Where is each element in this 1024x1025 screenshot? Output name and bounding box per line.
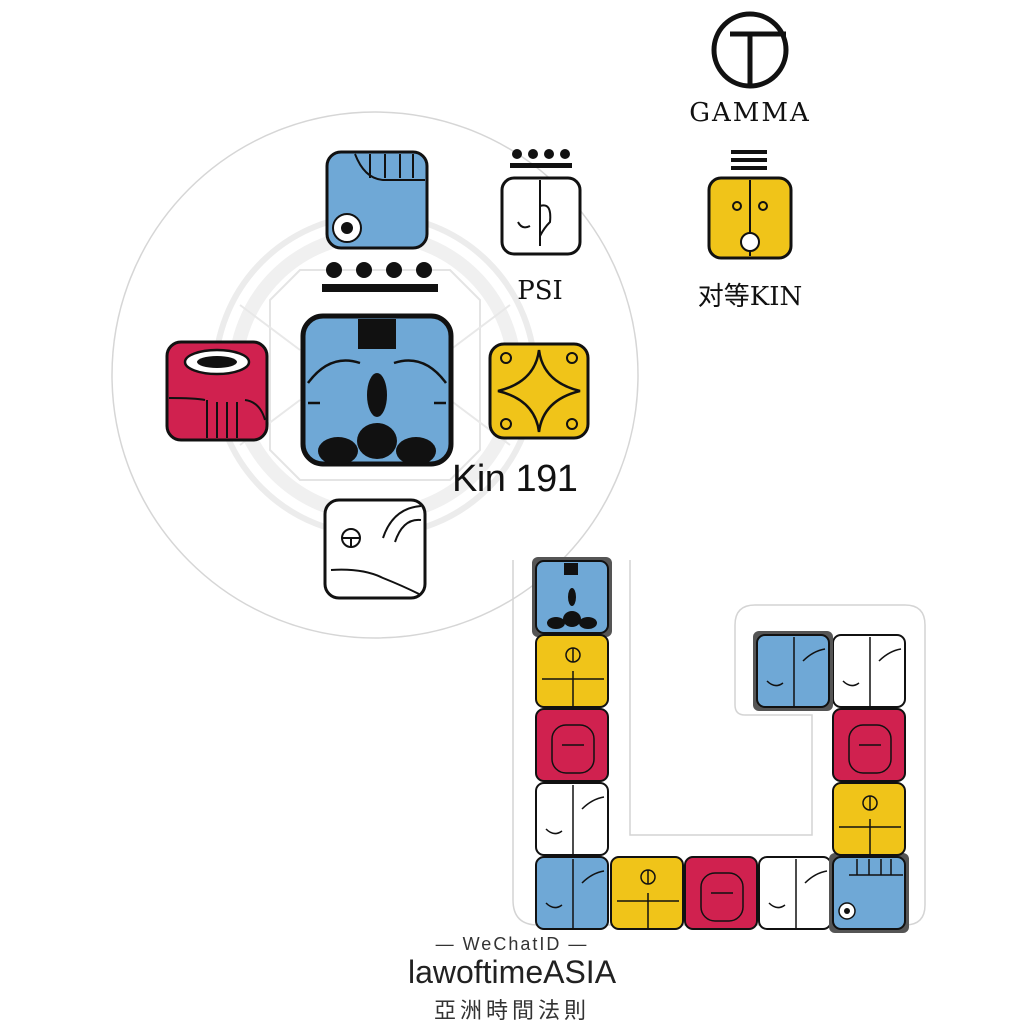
- wavespell-tile-blue-hand: [829, 853, 909, 933]
- wavespell-tile-yellow-star: [832, 782, 906, 856]
- wavespell-tile-red-moon: [832, 708, 906, 782]
- wavespell-tile-red-dragon: [535, 708, 609, 782]
- wavespell-tile-blue-storm: [532, 557, 612, 637]
- main-kin-label: Kin 191: [452, 458, 578, 500]
- wavespell-tile-white-wind: [535, 782, 609, 856]
- gamma-icon: [711, 11, 789, 89]
- main-kin-tone: [322, 262, 438, 292]
- guide-blue-hand-glyph: [325, 150, 429, 250]
- watermark-chinese: 亞洲時間法則: [433, 999, 590, 1024]
- wavespell-tile-blue-night: [535, 856, 609, 930]
- watermark-wechat: — WeChatID —: [435, 934, 589, 954]
- analog-yellow-star-glyph: [488, 342, 590, 440]
- antipode-red-earth-glyph: [165, 340, 269, 442]
- wavespell-tile-blue-monkey: [753, 631, 833, 711]
- psi-label: PSI: [517, 276, 563, 306]
- analog-kin-glyph: [707, 150, 793, 260]
- occult-white-wind-glyph: [323, 498, 427, 600]
- main-kin-blue-storm-glyph: [300, 313, 454, 467]
- wavespell-tile-white-worldbridger: [758, 856, 832, 930]
- wavespell-tile-white-dog: [832, 634, 906, 708]
- wavespell-tile-yellow-seed: [610, 856, 684, 930]
- gamma-label: GAMMA: [689, 98, 811, 128]
- wavespell-tile-yellow-sun: [535, 634, 609, 708]
- analog-kin-label: 对等KIN: [697, 282, 803, 312]
- wavespell-tile-red-serpent: [684, 856, 758, 930]
- watermark-handle: lawoftimeASIA: [407, 954, 617, 990]
- psi-glyph: [500, 149, 582, 256]
